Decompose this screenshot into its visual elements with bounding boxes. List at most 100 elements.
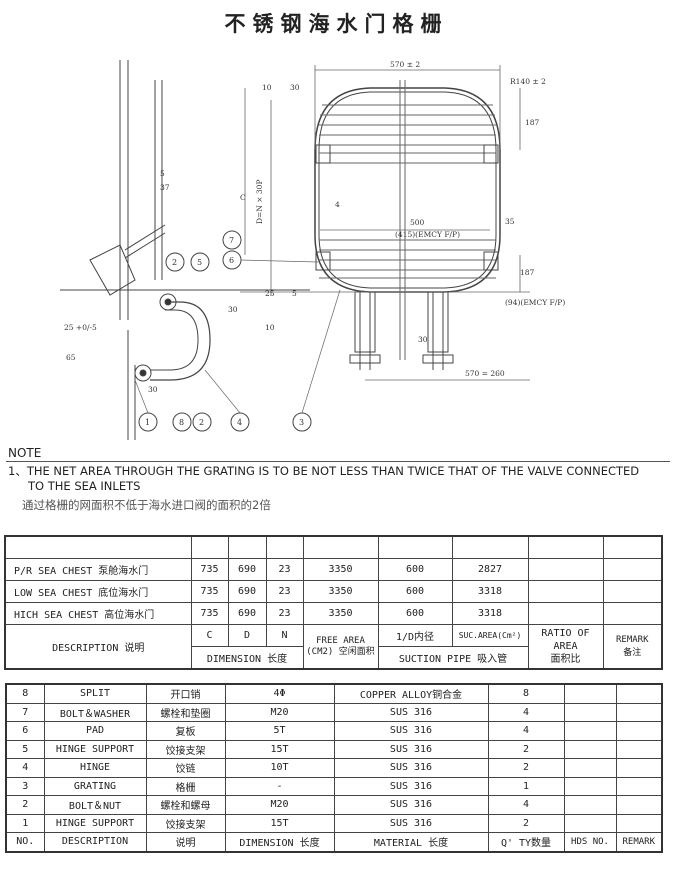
dim-c: C (240, 193, 246, 202)
cell-mat: SUS 316 (333, 776, 489, 796)
table-header-row: DESCRIPTION 说明 C D N FREE AREA (CM2) 空闲面… (4, 624, 663, 670)
note-heading: NOTE (8, 446, 42, 460)
svg-text:8: 8 (179, 418, 184, 427)
grating-drawing: 570 ± 2 R140 ± 2 187 30 10 C D=N × 30P 5… (60, 60, 565, 440)
cell-hds (563, 721, 617, 741)
cell-ratio (527, 580, 604, 603)
cell-desc: BOLT＆NUT (43, 795, 147, 815)
dim-10b: 10 (265, 323, 275, 332)
svg-text:4: 4 (237, 418, 242, 427)
cell-n: 23 (265, 558, 304, 581)
balloon-3: 3 (292, 412, 312, 432)
svg-text:1: 1 (145, 418, 150, 427)
document-title: 不锈钢海水门格栅 (224, 12, 449, 36)
cell-cn: 复板 (146, 721, 226, 741)
cell-remark (615, 776, 663, 796)
cell-desc: PAD (43, 721, 147, 741)
cell-mat: SUS 316 (333, 758, 489, 778)
svg-text:5: 5 (197, 258, 202, 267)
cell-no: 5 (5, 739, 45, 759)
header-free-area: FREE AREA (CM2) 空闲面积 (302, 624, 379, 670)
cell-d: 690 (227, 580, 267, 603)
table-row (4, 535, 663, 559)
cell-remark (615, 683, 663, 704)
table-row: P/R SEA CHEST 泵舱海水门 735 690 23 3350 600 … (4, 558, 663, 581)
header-material: MATERIAL 长度 (333, 832, 489, 852)
cell-hds (563, 739, 617, 759)
dim-94: (94)(EMCY F/P) (505, 298, 565, 307)
dim-187-top: 187 (525, 118, 540, 127)
cell-hds (563, 795, 617, 815)
cell-mat: SUS 316 (333, 721, 489, 741)
cell-c: 735 (190, 602, 229, 625)
cell-c: 735 (190, 580, 229, 603)
dim-5: 5 (160, 169, 165, 178)
svg-text:7: 7 (229, 236, 234, 245)
cell-dim: M20 (224, 702, 335, 722)
cell-cn: 饺链 (146, 758, 226, 778)
cell-remark (602, 558, 663, 581)
dim-500: 500 (410, 218, 425, 227)
svg-text:6: 6 (229, 256, 234, 265)
cell-qty: 2 (487, 758, 565, 778)
svg-text:3: 3 (299, 418, 304, 427)
header-id: 1/D内径 (377, 624, 453, 647)
dim-10-top: 10 (262, 83, 272, 92)
dim-187-bottom: 187 (520, 268, 535, 277)
cell-n: 23 (265, 580, 304, 603)
dim-25: 25 (265, 289, 275, 298)
remark-label: REMARK (615, 634, 649, 645)
cell-remark (615, 758, 663, 778)
cell-qty: 2 (487, 813, 565, 833)
cell-qty: 4 (487, 721, 565, 741)
free-area-label: FREE AREA (CM2) (306, 635, 365, 657)
header-n: N (265, 624, 304, 647)
cell-free: 3350 (302, 558, 379, 581)
cell-no: 4 (5, 758, 45, 778)
header-remark: REMARK (615, 832, 663, 852)
cell-qty: 4 (487, 795, 565, 815)
cell-no: 6 (5, 721, 45, 741)
dim-37: 37 (160, 183, 170, 192)
dim-570-260: 570 = 260 (465, 369, 505, 378)
cell-mat: SUS 316 (333, 702, 489, 722)
cell-remark (602, 580, 663, 603)
dim-25-tol: 25 +0/-5 (64, 323, 97, 332)
cell-hds (563, 758, 617, 778)
ratio-label: RATIO OF AREA (541, 628, 590, 652)
cell-cn: 螺栓和垫圈 (146, 702, 226, 722)
balloon-5: 5 (190, 252, 210, 272)
balloon-2-bottom: 2 (192, 412, 212, 432)
free-area-cn: 空闲面积 (338, 646, 375, 657)
header-hds-no: HDS NO. (563, 832, 617, 852)
cell-mat: SUS 316 (333, 813, 489, 833)
cell-no: 3 (5, 776, 45, 796)
cell-desc: LOW SEA CHEST 底位海水门 (4, 580, 192, 603)
cell-hds (563, 683, 617, 704)
cell-no: 2 (5, 795, 45, 815)
dim-width: 570 ± 2 (390, 60, 420, 69)
header-suction-pipe: SUCTION PIPE 吸入管 (377, 646, 529, 670)
cell-n: 23 (265, 602, 304, 625)
header-description: DESCRIPTION (43, 832, 147, 852)
note-item-1: 1、THE NET AREA THROUGH THE GRATING IS TO… (8, 464, 639, 494)
cell-desc: SPLIT (43, 683, 147, 704)
cell-mat: SUS 316 (333, 739, 489, 759)
hinge-side-view (60, 60, 310, 440)
table-header-row: NO. DESCRIPTION 说明 DIMENSION 长度 MATERIAL… (5, 832, 663, 852)
cell-desc: HINGE SUPPORT (43, 739, 147, 759)
header-no: NO. (5, 832, 45, 852)
cell-cn: 开口销 (146, 683, 226, 704)
cell-mat: SUS 316 (333, 795, 489, 815)
cell-id: 600 (377, 602, 453, 625)
dim-30-top: 30 (290, 83, 300, 92)
table-header-row: DIMENSION 长度 SUCTION PIPE 吸入管 (5, 646, 662, 670)
cell-dim: - (224, 776, 335, 796)
remark-cn: 备注 (623, 647, 642, 658)
dim-30-lug: 30 (418, 335, 428, 344)
cell-desc: HINGE (43, 758, 147, 778)
